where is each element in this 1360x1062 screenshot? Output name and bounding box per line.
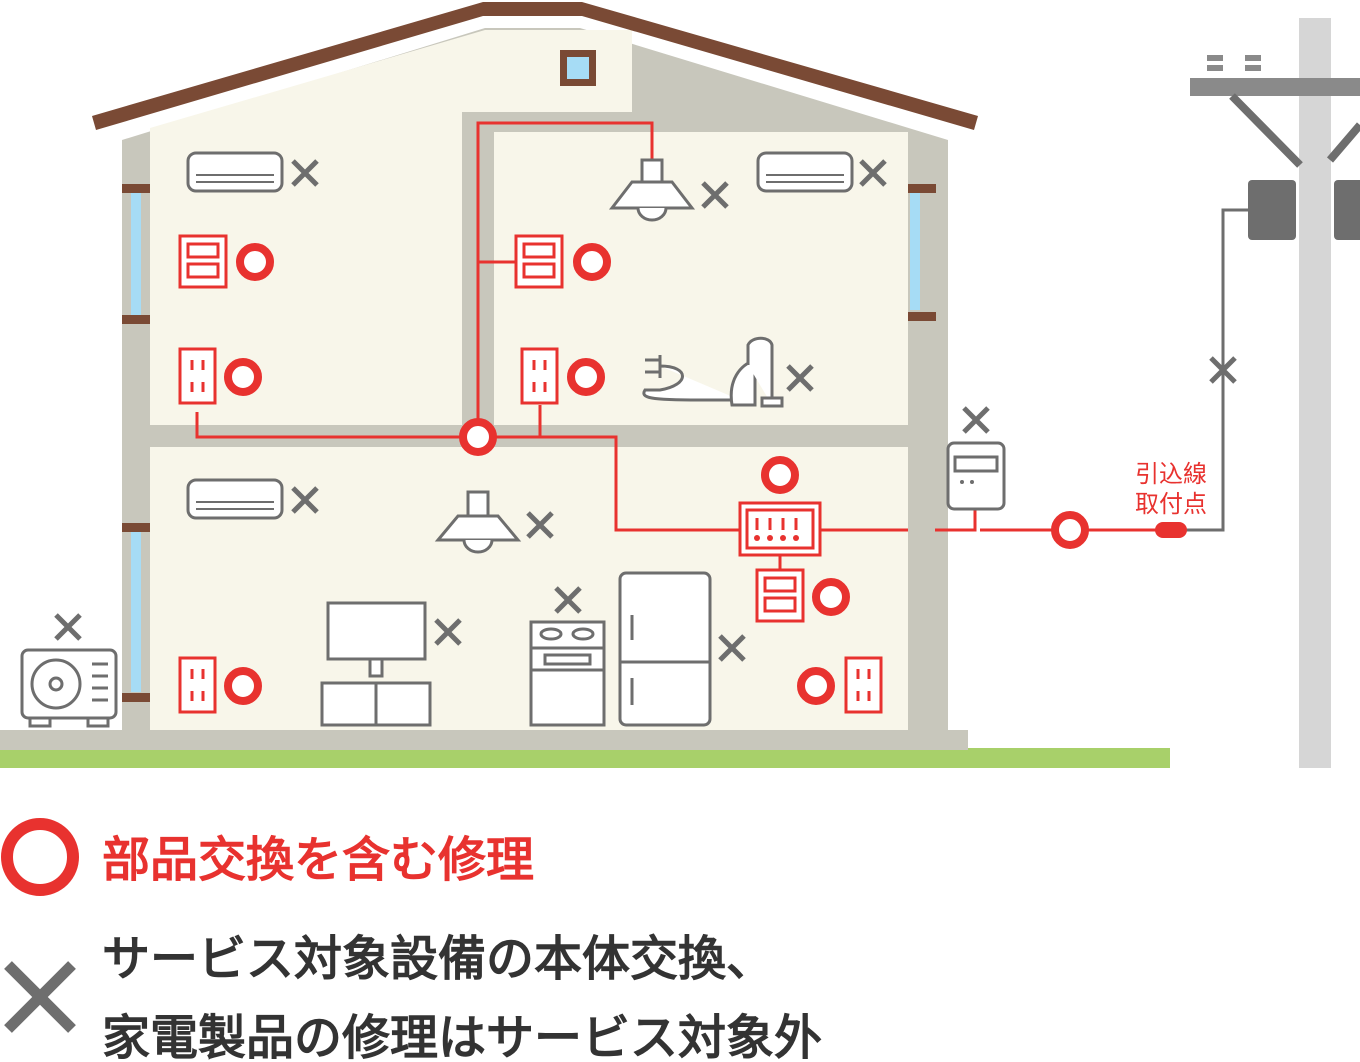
excluded-cross-icon [718, 634, 746, 662]
pole-crossarm [1190, 78, 1360, 96]
room-upper-left [150, 30, 632, 425]
excluded-cross-icon [54, 613, 82, 641]
air-conditioner-icon [756, 151, 854, 193]
repair-circle-icon [567, 358, 605, 396]
window-sills [122, 184, 936, 702]
excluded-cross-icon [291, 486, 319, 514]
excluded-cross-icon [526, 511, 554, 539]
air-conditioner-icon [186, 478, 284, 520]
repair-circle-icon [573, 243, 611, 281]
legend-circle-icon [1, 818, 79, 896]
switch-icon [514, 234, 564, 289]
outlet-icon [178, 347, 217, 405]
repair-circle-icon [1051, 511, 1089, 549]
legend-excluded-text-2: 家電製品の修理はサービス対象外 [102, 1010, 822, 1062]
outlet-icon [844, 656, 883, 714]
roof [92, 2, 978, 130]
switch-icon [178, 234, 228, 289]
side-windows [131, 192, 920, 692]
distribution-board-icon [738, 501, 822, 557]
service-drop-label-1: 引込線 [1135, 460, 1207, 488]
ground-grass [0, 748, 1170, 768]
excluded-cross-icon [434, 618, 462, 646]
legend-excluded-text-1: サービス対象設備の本体交換、 [102, 931, 774, 987]
repair-circle-icon [761, 456, 799, 494]
utility-pole [1299, 18, 1331, 768]
excluded-cross-icon [1209, 356, 1237, 384]
insulators [1207, 55, 1261, 71]
transformer [1248, 180, 1360, 240]
repair-circle-icon [236, 243, 274, 281]
outlet-icon [520, 347, 559, 405]
television-icon [320, 601, 432, 727]
service-drop-label-2: 取付点 [1135, 490, 1207, 518]
vacuum-cleaner-icon [642, 336, 784, 408]
stove-icon [529, 620, 606, 727]
pole-brace [1229, 93, 1360, 168]
repair-circle-icon [224, 358, 262, 396]
excluded-cross-icon [962, 406, 990, 434]
repair-circle-icon [459, 418, 497, 456]
excluded-cross-icon [859, 159, 887, 187]
service-drop-point [1155, 522, 1187, 538]
air-conditioner-icon [186, 151, 284, 193]
legend-cross-icon [4, 961, 76, 1033]
ceiling-light-icon [608, 158, 696, 222]
electric-meter-icon [946, 441, 1006, 511]
foundation [0, 730, 968, 750]
excluded-cross-icon [701, 181, 729, 209]
legend-repair-text: 部品交換を含む修理 [102, 832, 534, 888]
excluded-cross-icon [291, 159, 319, 187]
ceiling-light-icon [434, 490, 522, 554]
repair-circle-icon [224, 667, 262, 705]
excluded-cross-icon [786, 364, 814, 392]
outdoor-ac-unit-icon [20, 648, 118, 728]
excluded-cross-icon [554, 586, 582, 614]
outlet-icon [178, 656, 217, 714]
refrigerator-icon [618, 571, 712, 727]
repair-circle-icon [797, 667, 835, 705]
wiring-red [195, 121, 1170, 570]
repair-circle-icon [812, 578, 850, 616]
switch-icon [755, 568, 805, 623]
attic-window-glass [567, 57, 589, 79]
